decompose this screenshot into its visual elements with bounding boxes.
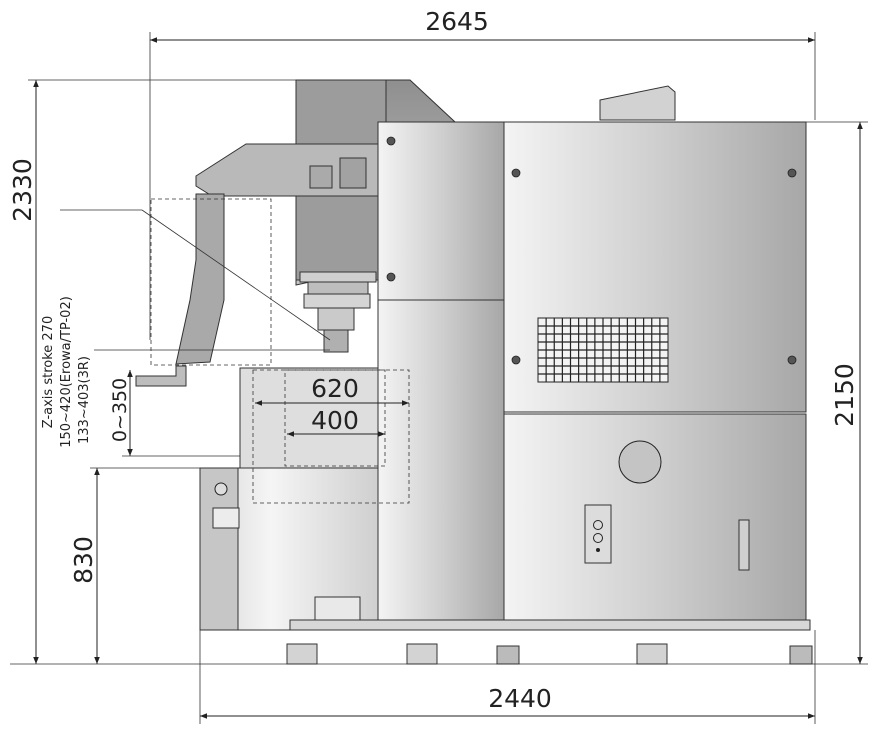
label-z-range: 0~350 [109,378,131,442]
label-travel-620: 620 [311,374,359,403]
travel-envelope-400 [284,369,386,467]
label-body-height: 2150 [830,363,859,427]
note-erowa: 150~420(Erowa/TP-02) [59,296,74,448]
tool-changer-envelope [150,198,272,366]
label-base-width: 2440 [488,684,552,713]
note-z-stroke: Z-axis stroke 270 [41,316,56,428]
label-overall-height: 2330 [8,158,37,222]
ventilation-grille [537,317,669,383]
label-overall-width: 2645 [425,7,489,36]
label-travel-400: 400 [311,406,359,435]
handle [738,519,750,571]
note-3r: 133~403(3R) [77,356,92,444]
machine-body [135,79,813,665]
label-table-height: 830 [69,536,98,584]
round-cover [618,440,662,484]
leader-line [141,209,331,341]
